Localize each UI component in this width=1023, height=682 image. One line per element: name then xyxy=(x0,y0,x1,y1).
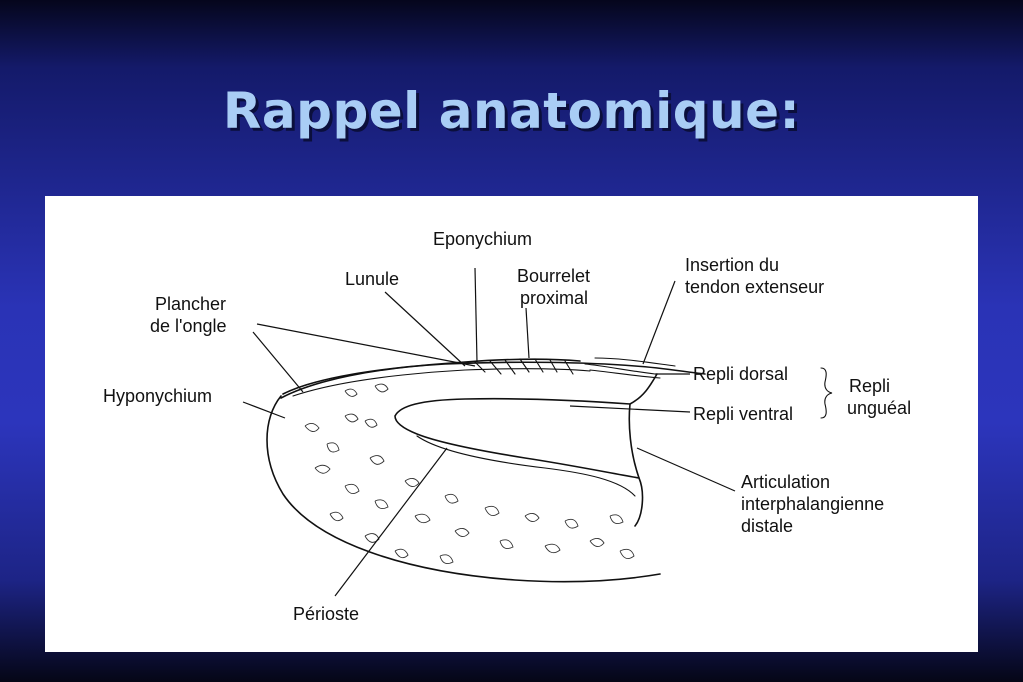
nail-plate xyxy=(282,358,581,395)
label-lunule: Lunule xyxy=(345,269,399,289)
leader-plancher xyxy=(256,323,476,367)
label-eponychium: Eponychium xyxy=(433,229,532,249)
joint-surface xyxy=(629,373,658,527)
label-perioste: Périoste xyxy=(293,604,359,624)
label-repli-group-2: unguéal xyxy=(847,398,911,418)
distal-phalanx xyxy=(394,397,640,479)
pulp-texture xyxy=(304,383,635,564)
leader-perioste xyxy=(334,447,448,597)
periosteum-line xyxy=(416,435,636,497)
nail-anatomy-diagram: Eponychium Lunule Bourrelet proximal Ins… xyxy=(103,229,911,624)
label-bourrelet-1: Bourrelet xyxy=(517,266,590,286)
leader-repli-ventral xyxy=(569,405,691,413)
nail-plate-lower xyxy=(292,368,591,397)
dorsal-skin-line xyxy=(280,361,706,399)
slide-title: Rappel anatomique: xyxy=(222,82,801,140)
label-repli-dorsal: Repli dorsal xyxy=(693,364,788,384)
leader-plancher-2 xyxy=(252,331,304,393)
label-repli-ventral: Repli ventral xyxy=(693,404,793,424)
label-articulation-2: interphalangienne xyxy=(741,494,884,514)
diagram-panel: Eponychium Lunule Bourrelet proximal Ins… xyxy=(45,196,978,652)
fingertip-outline xyxy=(266,395,661,583)
label-plancher-1: Plancher xyxy=(155,294,226,314)
label-insertion-2: tendon extenseur xyxy=(685,277,824,297)
label-insertion-1: Insertion du xyxy=(685,255,779,275)
leader-insertion xyxy=(642,280,676,365)
leader-articulation xyxy=(636,447,736,492)
repli-brace xyxy=(820,367,833,419)
label-repli-group-1: Repli xyxy=(849,376,890,396)
leader-hyponychium xyxy=(242,401,286,419)
proximal-fold-shading xyxy=(474,357,676,379)
label-hyponychium: Hyponychium xyxy=(103,386,212,406)
label-plancher-2: de l'ongle xyxy=(150,316,227,336)
leader-eponychium xyxy=(474,267,478,363)
leader-lunule xyxy=(384,291,466,367)
label-articulation-3: distale xyxy=(741,516,793,536)
label-bourrelet-2: proximal xyxy=(520,288,588,308)
leader-bourrelet xyxy=(525,307,530,359)
label-articulation-1: Articulation xyxy=(741,472,830,492)
